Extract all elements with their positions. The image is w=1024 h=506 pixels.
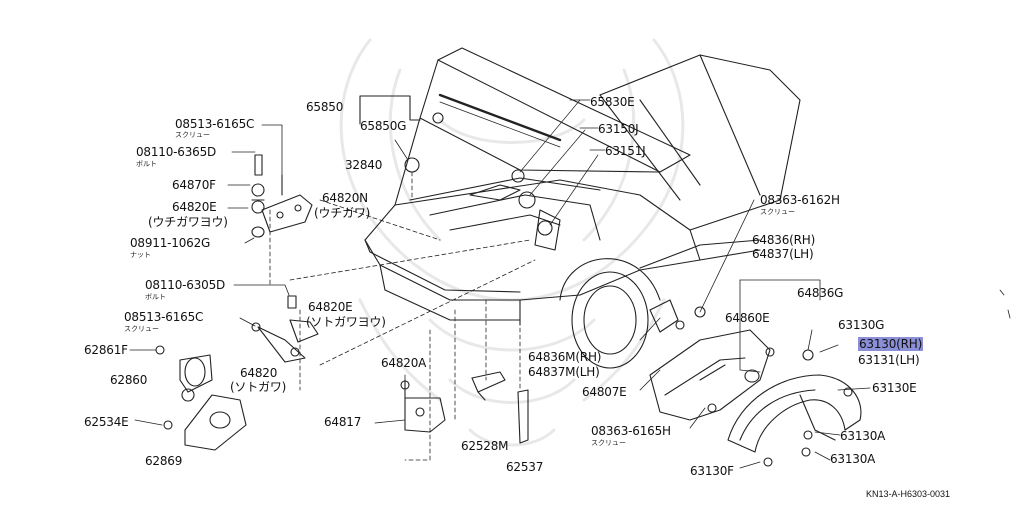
label-screw-upper: スクリュー — [175, 131, 210, 139]
label-65850g: 65850G — [360, 119, 407, 133]
label-bolt-lower: ボルト — [145, 293, 166, 301]
label-65830e: 65830E — [590, 95, 635, 109]
label-64817: 64817 — [324, 415, 362, 429]
label-64837m: 64837M(LH) — [528, 365, 600, 379]
highlight-63130: 63130(RH) — [858, 337, 924, 351]
hood-latch-bracket-inner — [251, 154, 313, 238]
label-screw-lower: スクリュー — [124, 325, 159, 333]
label-64820a: 64820A — [381, 356, 427, 370]
label-inner-note: (ウチガワ) — [314, 206, 371, 220]
label-63150j: 63150J — [598, 122, 639, 136]
label-63130-rh-highlighted: 63130(RH) — [858, 337, 924, 351]
label-64870f: 64870F — [172, 178, 216, 192]
label-64836m: 64836M(RH) — [528, 350, 602, 364]
label-outer-use-note: (ソトガワヨウ) — [306, 315, 386, 329]
label-63131: 63131(LH) — [858, 353, 920, 367]
label-64820n: 64820N — [322, 191, 368, 205]
label-08363-6162h: 08363-6162H — [760, 193, 840, 207]
hood-lock-assembly — [155, 295, 529, 451]
label-08110-6365d: 08110-6365D — [136, 145, 217, 159]
label-08911-1062g: 08911-1062G — [130, 236, 211, 250]
label-64860e: 64860E — [725, 311, 770, 325]
front-apron-parts — [649, 299, 862, 467]
label-08110-6305d: 08110-6305D — [145, 278, 226, 292]
label-63151j: 63151J — [605, 144, 646, 158]
label-08513-6165c-upper: 08513-6165C — [175, 117, 255, 131]
label-nut: ナット — [130, 251, 151, 259]
label-62869: 62869 — [145, 454, 183, 468]
label-62534e: 62534E — [84, 415, 129, 429]
label-08363-6165h: 08363-6165H — [591, 424, 671, 438]
label-inner-use-note: (ウチガワヨウ) — [148, 215, 228, 229]
label-63130g: 63130G — [838, 318, 885, 332]
label-64836: 64836(RH) — [752, 233, 816, 247]
hood-bumpers — [404, 99, 599, 236]
label-63130f: 63130F — [690, 464, 734, 478]
label-screw-right-upper: スクリュー — [760, 208, 795, 216]
label-63130a-upper: 63130A — [840, 429, 886, 443]
label-64820e-outer: 64820E — [308, 300, 353, 314]
hood-stay-rod — [359, 93, 562, 148]
label-62537: 62537 — [506, 460, 544, 474]
car-body — [364, 47, 801, 369]
label-64837: 64837(LH) — [752, 247, 814, 261]
label-65850: 65850 — [306, 100, 344, 114]
label-screw-right-lower: スクリュー — [591, 439, 626, 447]
label-64807e: 64807E — [582, 385, 627, 399]
label-64820e-inner: 64820E — [172, 200, 217, 214]
leader-lines — [269, 171, 536, 461]
label-63130a-lower: 63130A — [830, 452, 876, 466]
label-bolt-upper: ボルト — [136, 160, 157, 168]
label-62860: 62860 — [110, 373, 148, 387]
label-64836g: 64836G — [797, 286, 844, 300]
label-62528m: 62528M — [461, 439, 509, 453]
diagram-code: KN13-A-H6303-0031 — [866, 489, 951, 499]
label-64820: 64820 — [240, 366, 278, 380]
label-08513-6165c-lower: 08513-6165C — [124, 310, 204, 324]
label-63130e: 63130E — [872, 381, 917, 395]
label-62861f: 62861F — [84, 343, 128, 357]
label-32840: 32840 — [345, 158, 383, 172]
stray-mark — [999, 289, 1011, 319]
label-outer-note: (ソトガワ) — [230, 380, 287, 394]
